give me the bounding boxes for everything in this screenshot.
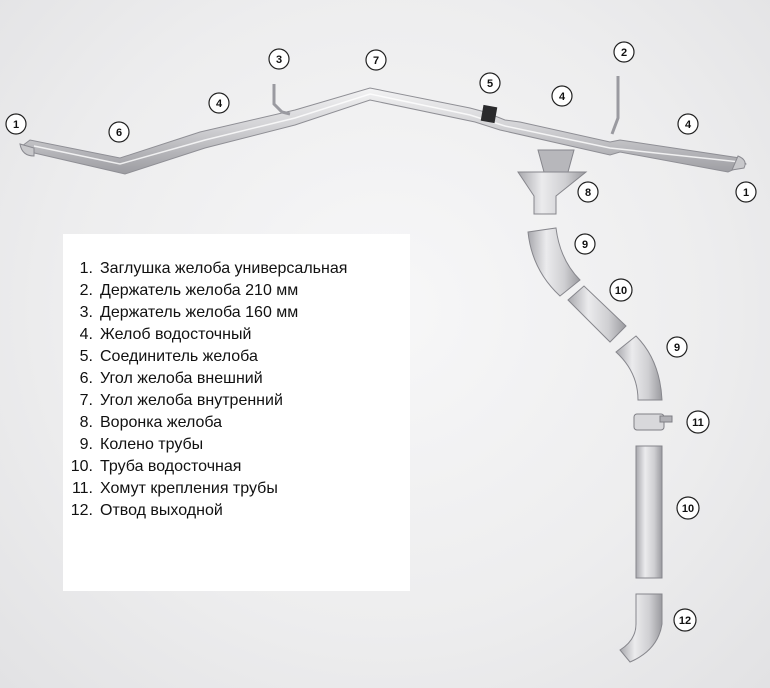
gutter-assembly — [19, 76, 747, 175]
callout-marker: 7 — [365, 49, 387, 71]
svg-text:4: 4 — [216, 98, 223, 110]
gutter-connector — [480, 104, 498, 124]
legend-label: Хомут крепления трубы — [100, 480, 278, 497]
legend-number: 8. — [79, 414, 93, 431]
svg-text:5: 5 — [487, 78, 493, 90]
svg-text:3: 3 — [276, 54, 282, 66]
legend-label: Соединитель желоба — [100, 348, 258, 365]
svg-text:10: 10 — [615, 285, 627, 297]
svg-text:9: 9 — [674, 342, 680, 354]
svg-text:12: 12 — [679, 615, 691, 627]
legend-number: 2. — [79, 282, 93, 299]
pipe-outlet-elbow — [619, 593, 663, 663]
legend-label: Угол желоба внутренний — [100, 392, 283, 409]
legend-label: Отвод выходной — [100, 502, 223, 519]
legend-number: 5. — [79, 348, 93, 365]
gutter-end-cap-right — [731, 155, 746, 171]
callout-marker: 4 — [677, 113, 699, 135]
pipe-elbow-lower — [615, 335, 663, 401]
svg-text:8: 8 — [585, 187, 591, 199]
outlet-body — [517, 171, 588, 215]
svg-text:1: 1 — [13, 119, 19, 131]
outlet-fingers — [537, 149, 575, 173]
gutter-outlet-funnel — [517, 149, 588, 215]
gutter-inner-edge — [33, 93, 741, 165]
callout-marker: 6 — [108, 121, 130, 143]
legend-label: Колено трубы — [100, 436, 204, 453]
legend-number: 10. — [70, 458, 93, 475]
pipe-clamp-bolt — [659, 415, 673, 423]
downpipe-long — [635, 445, 663, 579]
pipe-section-short — [567, 285, 627, 343]
callout-marker: 11 — [686, 410, 710, 434]
legend-number: 6. — [79, 370, 93, 387]
callout-marker: 1 — [735, 181, 757, 203]
callout-marker: 3 — [268, 48, 290, 70]
svg-text:1: 1 — [743, 187, 749, 199]
legend-panel: 1. Заглушка желоба универсальная 2. Держат… — [63, 234, 410, 591]
callout-marker: 8 — [577, 181, 599, 203]
callout-marker: 2 — [613, 41, 635, 63]
legend-label: Воронка желоба — [100, 414, 223, 431]
callout-marker: 10 — [676, 496, 700, 520]
pipe-elbow-upper — [527, 227, 581, 297]
legend-label: Желоб водосточный — [100, 326, 252, 343]
callout-marker: 12 — [673, 608, 697, 632]
legend-label: Труба водосточная — [100, 458, 242, 475]
gutter-end-cap-left — [19, 143, 35, 157]
svg-text:2: 2 — [621, 47, 627, 59]
legend-label: Угол желоба внешний — [100, 370, 263, 387]
callout-marker: 4 — [208, 92, 230, 114]
svg-text:7: 7 — [373, 55, 379, 67]
legend-label: Держатель желоба 160 мм — [100, 304, 299, 321]
gutter-hanger-160 — [272, 84, 291, 116]
svg-text:11: 11 — [692, 417, 704, 429]
callout-marker: 9 — [574, 233, 596, 255]
callout-marker: 4 — [551, 85, 573, 107]
legend-number: 9. — [79, 436, 93, 453]
svg-text:10: 10 — [682, 503, 694, 515]
svg-text:9: 9 — [582, 239, 588, 251]
callout-marker: 5 — [479, 72, 501, 94]
legend-label: Держатель желоба 210 мм — [100, 282, 299, 299]
legend-number: 11. — [71, 480, 93, 497]
callout-marker: 10 — [609, 278, 633, 302]
svg-text:6: 6 — [116, 127, 122, 139]
svg-text:4: 4 — [559, 91, 566, 103]
gutter-hanger-210 — [610, 76, 620, 135]
pipe-clamp — [633, 413, 673, 431]
callout-group: 1 6 4 3 7 5 4 2 4 1 8 9 10 9 11 10 12 — [5, 41, 757, 632]
callout-marker: 1 — [5, 113, 27, 135]
legend-number: 7. — [79, 392, 93, 409]
callout-marker: 9 — [666, 336, 688, 358]
legend-number: 1. — [79, 260, 93, 277]
svg-text:4: 4 — [685, 119, 692, 131]
legend-number: 12. — [70, 502, 93, 519]
legend-label: Заглушка желоба универсальная — [100, 260, 348, 277]
legend-number: 3. — [79, 304, 93, 321]
legend-number: 4. — [79, 326, 93, 343]
